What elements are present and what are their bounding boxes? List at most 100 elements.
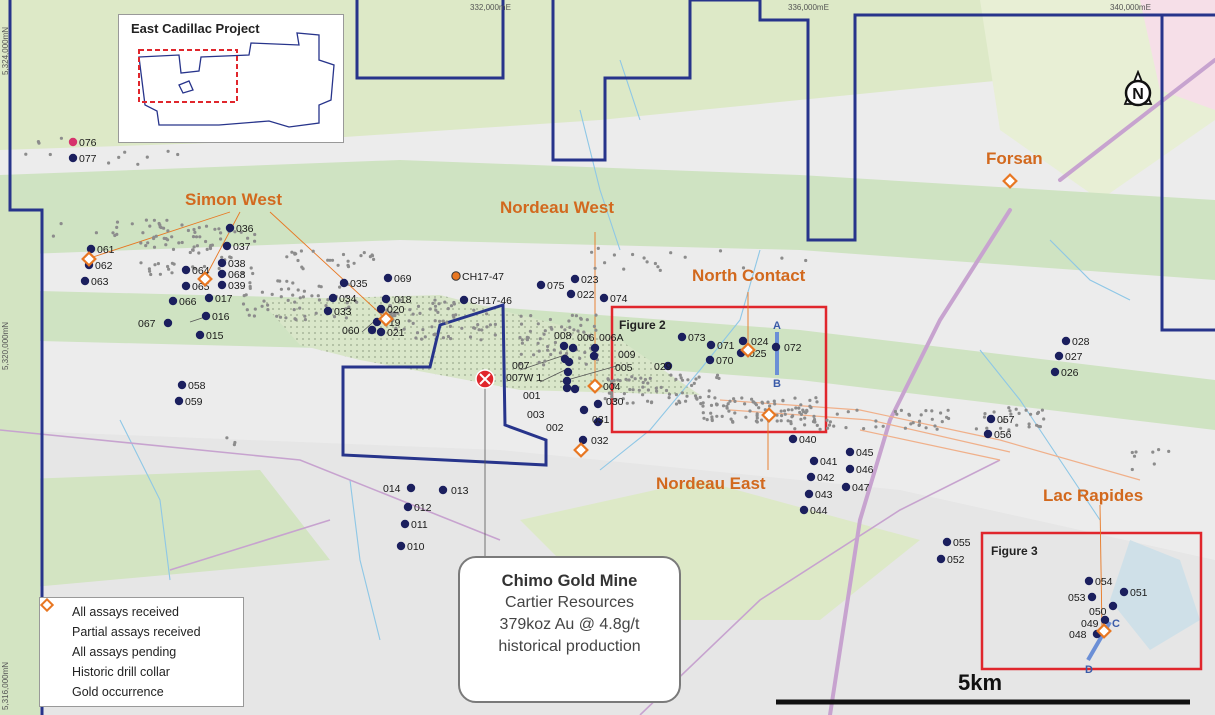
historic-collar	[610, 395, 614, 399]
drillhole-marker	[217, 269, 227, 279]
historic-collar	[768, 404, 772, 408]
historic-collar	[1130, 467, 1134, 472]
historic-collar	[570, 313, 575, 317]
drillhole-label: 029	[654, 361, 672, 373]
historic-collar	[205, 247, 209, 251]
drillhole-marker	[376, 327, 386, 337]
historic-collar	[176, 152, 180, 157]
drillhole-marker	[983, 429, 993, 439]
leader-line	[1099, 504, 1103, 631]
drillhole-label: 074	[610, 293, 628, 305]
historic-collar	[248, 281, 252, 285]
historic-collar	[568, 325, 572, 329]
drillhole-label: 021	[387, 327, 405, 339]
historic-collar	[697, 375, 701, 379]
historic-collar	[721, 404, 726, 408]
historic-collar	[324, 304, 328, 308]
historic-collar	[298, 296, 302, 300]
historic-collar	[241, 271, 245, 275]
historic-collar	[326, 298, 330, 302]
historic-collar	[653, 261, 658, 266]
historic-collar	[903, 426, 908, 430]
track	[639, 459, 1001, 715]
historic-collar	[536, 341, 540, 345]
historic-collar	[907, 412, 911, 416]
drillhole-label: 073	[688, 332, 706, 344]
stream	[119, 419, 171, 581]
historic-collar	[193, 267, 197, 271]
historic-collar	[1151, 450, 1155, 454]
drillhole-marker	[406, 483, 416, 493]
historic-collar	[828, 420, 833, 424]
historic-collar	[302, 289, 306, 293]
legend-item: All assays received	[43, 601, 243, 622]
historic-collar	[803, 423, 807, 427]
section-d-label: D	[1085, 664, 1093, 676]
stream	[349, 479, 381, 641]
historic-collar	[714, 402, 719, 406]
historic-collar	[631, 401, 635, 405]
drillhole-label: 072	[784, 342, 802, 354]
drillhole-marker	[1100, 615, 1110, 625]
historic-collar	[290, 250, 294, 254]
historic-collar	[166, 264, 170, 269]
geology-unit-pink	[1140, 0, 1215, 110]
historic-collar	[702, 416, 706, 420]
historic-collar	[167, 267, 171, 271]
historic-collar	[468, 335, 473, 339]
drillhole-label: 052	[947, 554, 965, 566]
drillhole-marker	[222, 241, 232, 251]
historic-collar	[642, 256, 646, 260]
drillhole-label: 018	[394, 294, 412, 306]
historic-collar	[919, 413, 923, 417]
historic-collar	[1029, 412, 1033, 416]
drillhole-marker	[706, 340, 716, 350]
historic-collar	[48, 152, 52, 157]
historic-collar	[452, 315, 456, 319]
historic-collar	[773, 402, 777, 406]
geology-dotted-unit	[260, 295, 700, 395]
historic-collar	[684, 399, 688, 403]
historic-collar	[933, 424, 937, 428]
historic-collar	[177, 241, 181, 245]
drillhole-label: 050	[1089, 606, 1107, 618]
drillhole-label: 030	[606, 396, 624, 408]
drillhole-marker	[936, 554, 946, 564]
gold-occurrence-marker	[587, 378, 603, 394]
historic-collar	[709, 411, 713, 415]
historic-collar	[669, 373, 673, 377]
leader-line	[204, 211, 241, 279]
historic-collar	[186, 228, 190, 233]
historic-collar	[583, 350, 587, 355]
historic-collar	[779, 419, 783, 423]
historic-collar	[149, 272, 153, 277]
historic-collar	[641, 393, 645, 397]
occurrence-label: Nordeau West	[500, 198, 614, 217]
historic-collar	[303, 318, 307, 322]
drillhole-label: 035	[350, 278, 368, 290]
historic-collar	[799, 403, 803, 407]
drillhole-label: 007W 1	[506, 372, 542, 384]
inset-extent-box	[138, 49, 238, 103]
historic-collar	[228, 255, 232, 259]
drillhole-label: 067	[138, 318, 156, 330]
historic-collar	[241, 302, 246, 306]
historic-collar	[818, 427, 822, 431]
historic-collar	[674, 393, 679, 397]
historic-collar	[614, 397, 618, 402]
historic-collar	[667, 396, 671, 400]
drillhole-marker	[559, 341, 569, 351]
historic-collar	[148, 224, 152, 228]
historic-collar	[659, 385, 663, 389]
drillhole-label: 010	[407, 541, 425, 553]
historic-collar	[301, 295, 305, 299]
historic-collar	[314, 311, 318, 315]
drillhole-label: 062	[95, 260, 113, 272]
historic-collar	[247, 313, 251, 317]
drillhole-marker	[578, 435, 588, 445]
historic-collar	[284, 316, 288, 320]
historic-collar	[192, 245, 196, 249]
project-outline-hole	[178, 80, 194, 94]
historic-collar	[808, 404, 812, 408]
